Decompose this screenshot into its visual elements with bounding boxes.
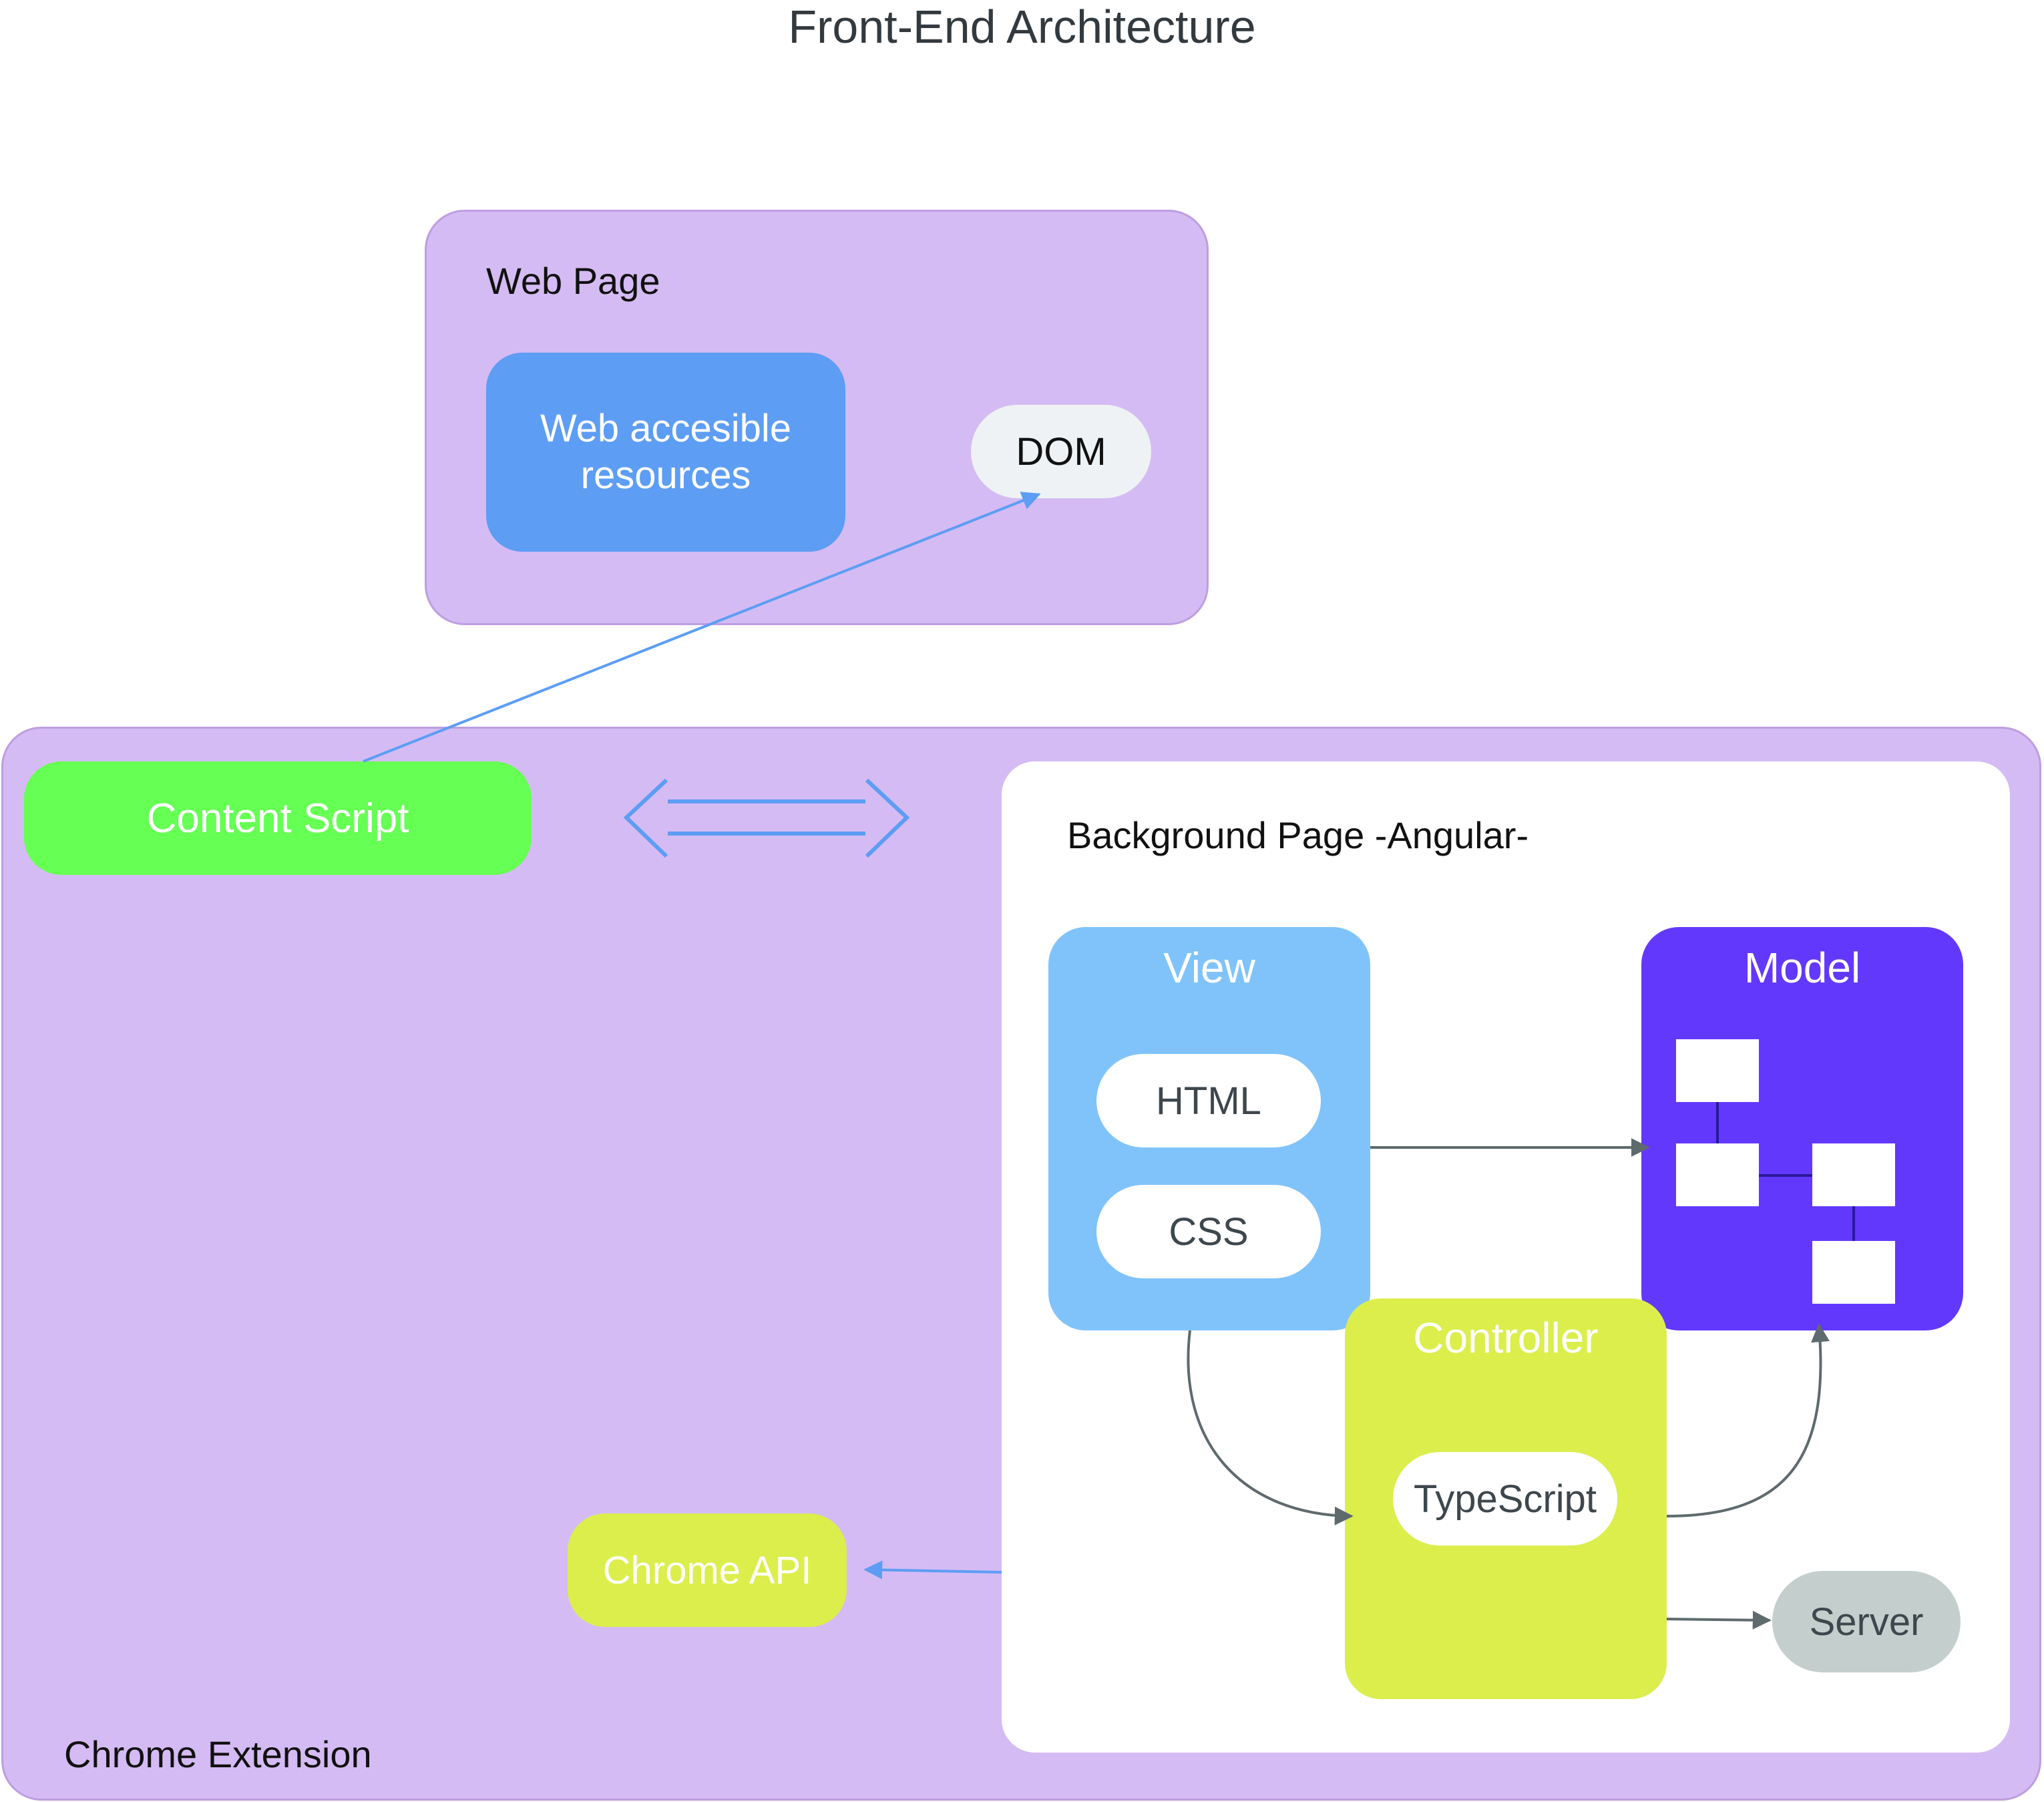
controller-label: Controller (1413, 1314, 1599, 1362)
messaging-double-arrow (623, 778, 910, 858)
typescript-pill: TypeScript (1393, 1452, 1617, 1546)
content-script-box: Content Script (24, 761, 532, 875)
model-entity-box (1812, 1241, 1895, 1304)
controller-to-model-arrow (1666, 1323, 1830, 1517)
model-label: Model (1744, 944, 1861, 992)
model-entity-box (1676, 1143, 1759, 1206)
content-script-to-dom-arrow (363, 492, 1041, 763)
background-page-label: Background Page -Angular- (1067, 814, 1529, 856)
model-entity-box (1812, 1143, 1895, 1206)
controller-to-server-arrow (1666, 1610, 1772, 1630)
web-page-label: Web Page (486, 260, 660, 302)
background-to-chrome-api-arrow (863, 1560, 1002, 1580)
model-entity-connectors (1716, 1102, 1855, 1241)
html-pill: HTML (1096, 1054, 1321, 1147)
web-accessible-resources-box: Web accesible resources (486, 353, 845, 552)
model-box (1641, 927, 1963, 1330)
dom-node: DOM (971, 405, 1151, 498)
web-accessible-resources-label: Web accesible resources (540, 407, 792, 497)
view-label: View (1163, 944, 1255, 992)
model-entity-box (1676, 1039, 1759, 1102)
chrome-extension-label: Chrome Extension (64, 1733, 372, 1775)
css-pill: CSS (1096, 1185, 1321, 1278)
server-node: Server (1772, 1571, 1961, 1672)
view-to-controller-arrow (1187, 1330, 1354, 1525)
chrome-api-box: Chrome API (568, 1513, 847, 1627)
diagram-title: Front-End Architecture (788, 1, 1256, 53)
